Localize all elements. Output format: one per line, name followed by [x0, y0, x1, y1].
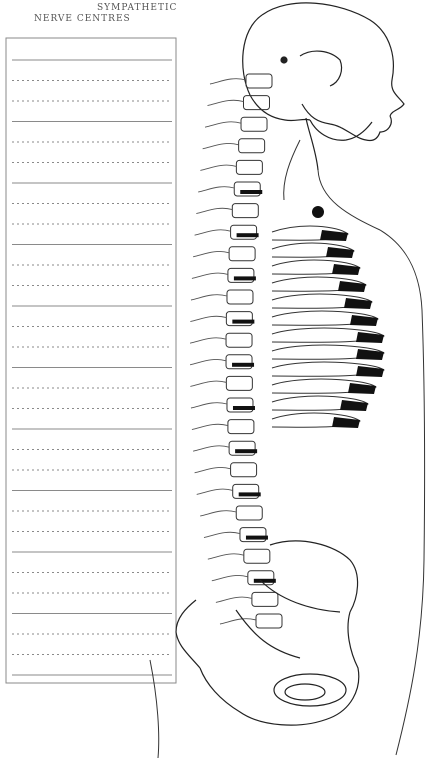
- vertebra: [195, 463, 257, 477]
- vertebra: [192, 420, 254, 434]
- vertebra: [205, 117, 267, 131]
- vertebra: [193, 247, 255, 261]
- sympathetic-centre-marker: [234, 276, 256, 280]
- rib: [272, 260, 360, 275]
- label-table-frame: [6, 38, 176, 683]
- sternum-marker: [312, 206, 324, 218]
- rib: [272, 362, 384, 377]
- rib: [272, 311, 378, 326]
- vertebra: [210, 74, 272, 88]
- rib: [272, 328, 384, 343]
- vertebra: [207, 96, 269, 110]
- rib: [272, 413, 360, 428]
- rib: [272, 294, 372, 309]
- vertebra: [216, 592, 278, 606]
- vertebra: [197, 484, 261, 498]
- rib: [272, 243, 354, 258]
- vertebra: [190, 312, 254, 326]
- rib: [272, 379, 376, 394]
- skull-outline: [243, 3, 404, 170]
- sympathetic-centre-marker: [235, 449, 257, 453]
- rib: [272, 277, 366, 292]
- label-table: [6, 38, 176, 683]
- ribcage-outline: [272, 226, 384, 428]
- sympathetic-centre-marker: [232, 363, 254, 367]
- vertebra: [208, 549, 270, 563]
- sympathetic-centre-marker: [239, 492, 261, 496]
- sympathetic-centre-marker: [237, 233, 259, 237]
- vertebra: [198, 182, 262, 196]
- vertebra: [190, 376, 252, 390]
- vertebra: [195, 225, 259, 239]
- sympathetic-centre-marker: [246, 536, 268, 540]
- sympathetic-centre-marker: [254, 579, 276, 583]
- vertebra: [192, 268, 256, 282]
- sympathetic-centre-marker: [240, 190, 262, 194]
- spine-outline: [190, 74, 282, 628]
- pelvis-outline: [176, 541, 359, 725]
- vertebra: [204, 528, 268, 542]
- vertebra: [203, 139, 265, 153]
- vertebra: [190, 333, 252, 347]
- vertebra: [190, 355, 254, 369]
- rib: [272, 345, 384, 360]
- rib: [272, 226, 348, 241]
- body-outline: [150, 140, 425, 758]
- sympathetic-centre-marker: [233, 406, 255, 410]
- sympathetic-centre-marker: [232, 320, 254, 324]
- label-table-rules: [12, 60, 172, 675]
- vertebra: [200, 506, 262, 520]
- vertebra: [191, 398, 255, 412]
- vertebra: [220, 614, 282, 628]
- vertebra: [200, 160, 262, 174]
- vertebra: [193, 441, 257, 455]
- vertebra: [212, 571, 276, 585]
- rib: [272, 396, 368, 411]
- vertebra: [196, 204, 258, 218]
- vertebra: [191, 290, 253, 304]
